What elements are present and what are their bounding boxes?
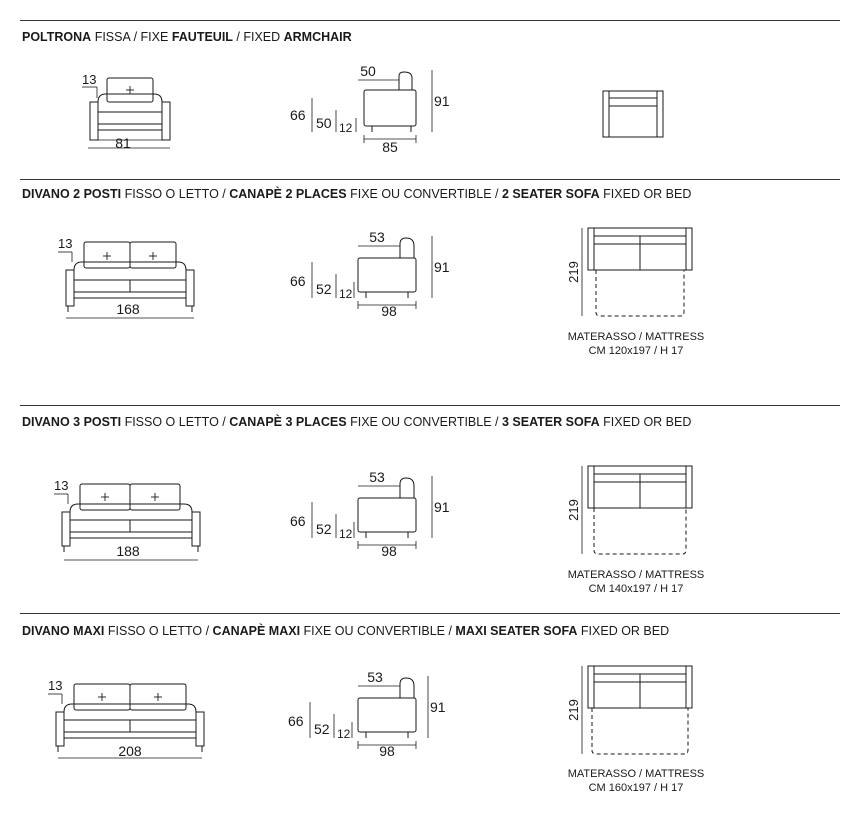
title-run: FISSA / FIXE [91,30,172,44]
seat-depth-label: 52 [314,721,330,737]
width-dimension-label: 188 [116,543,140,559]
front-view-3-seater: 13 188 [54,478,201,561]
mattress-size: CM 120x197 / H 17 [588,345,684,357]
title-bold-run: DIVANO MAXI [22,624,105,638]
width-dimension-label: 81 [115,135,131,151]
front-view-2-seater: 13 168 [58,236,195,319]
mattress-label: MATERASSO / MATTRESS [567,331,705,343]
cushion-dimension-label: 13 [48,678,62,693]
title-run: FIXED OR BED [599,187,692,201]
seat-depth-label: 52 [316,281,332,297]
mattress-size: CM 160x197 / H 17 [588,782,684,794]
title-bold-run: 2 SEATER SOFA [501,187,600,201]
front-view-armchair: 13 81 [82,72,171,151]
bed-plan-3-seater: 219 [566,465,693,555]
total-height-label: 91 [434,259,450,275]
title-run: FIXED OR BED [577,624,670,638]
title-run: FIXE OU CONVERTIBLE / [346,415,502,429]
divider-2 [20,179,840,180]
cushion-dimension-label: 13 [58,236,72,251]
side-view-armchair: 50 91 66 50 12 85 [290,63,450,155]
width-dimension-label: 208 [118,743,142,759]
title-run: FIXE OU CONVERTIBLE / [346,187,502,201]
side-view-maxi: 53 91 66 52 12 98 [288,669,446,759]
title-run: FISSO O LETTO / [121,415,230,429]
seat-height-label: 66 [288,713,304,729]
front-view-maxi: 13 208 [48,678,205,759]
back-depth-label: 50 [360,63,376,79]
title-bold-run: CANAPÈ 2 PLACES [229,187,347,201]
bed-plan-maxi: 219 [566,665,693,755]
cushion-dimension-label: 13 [82,72,96,87]
mattress-label: MATERASSO / MATTRESS [567,569,705,581]
total-height-label: 91 [430,699,446,715]
top-view-armchair [602,90,664,138]
cushion-dimension-label: 13 [54,478,68,493]
mattress-label: MATERASSO / MATTRESS [567,768,705,780]
title-bold-run: FAUTEUIL [171,30,233,44]
title-run: FISSO O LETTO / [121,187,230,201]
bed-length-label: 219 [566,699,581,721]
title-bold-run: CANAPÈ MAXI [212,624,301,638]
bed-length-label: 219 [566,499,581,521]
title-run: FIXE OU CONVERTIBLE / [300,624,456,638]
seat-depth-label: 50 [316,115,332,131]
seat-height-label: 66 [290,513,306,529]
side-view-3-seater: 53 91 66 52 12 98 [290,469,450,559]
depth-label: 98 [381,543,397,559]
leg-height-label: 12 [339,527,353,541]
mattress-note-maxi: MATERASSO / MATTRESS CM 160x197 / H 17 [551,767,721,795]
back-depth-label: 53 [369,229,385,245]
title-bold-run: MAXI SEATER SOFA [455,624,578,638]
section-title-2-seater: DIVANO 2 POSTI FISSO O LETTO / CANAPÈ 2 … [22,187,691,201]
total-height-label: 91 [434,93,450,109]
section-title-3-seater: DIVANO 3 POSTI FISSO O LETTO / CANAPÈ 3 … [22,415,691,429]
title-bold-run: CANAPÈ 3 PLACES [229,415,347,429]
bed-plan-2-seater: 219 [566,227,693,317]
bed-length-label: 219 [566,261,581,283]
title-bold-run: 3 SEATER SOFA [501,415,600,429]
depth-label: 98 [381,303,397,319]
title-bold-run: ARMCHAIR [283,30,352,44]
seat-height-label: 66 [290,107,306,123]
title-run: FIXED OR BED [599,415,692,429]
seat-height-label: 66 [290,273,306,289]
width-dimension-label: 168 [116,301,140,317]
seat-depth-label: 52 [316,521,332,537]
back-depth-label: 53 [367,669,383,685]
side-view-2-seater: 53 91 66 52 12 98 [290,229,450,319]
title-run: FISSO O LETTO / [104,624,213,638]
title-run: / FIXED [232,30,284,44]
divider-3 [20,405,840,406]
back-depth-label: 53 [369,469,385,485]
mattress-note-2-seater: MATERASSO / MATTRESS CM 120x197 / H 17 [551,330,721,358]
title-bold-run: DIVANO 2 POSTI [22,187,122,201]
leg-height-label: 12 [339,287,353,301]
leg-height-label: 12 [339,121,353,135]
depth-label: 98 [379,743,395,759]
divider-4 [20,613,840,614]
depth-label: 85 [382,139,398,155]
section-title-armchair: POLTRONA FISSA / FIXE FAUTEUIL / FIXED A… [22,30,352,44]
title-bold-run: DIVANO 3 POSTI [22,415,122,429]
mattress-note-3-seater: MATERASSO / MATTRESS CM 140x197 / H 17 [551,568,721,596]
leg-height-label: 12 [337,727,351,741]
total-height-label: 91 [434,499,450,515]
section-title-maxi: DIVANO MAXI FISSO O LETTO / CANAPÈ MAXI … [22,624,669,638]
mattress-size: CM 140x197 / H 17 [588,583,684,595]
title-bold-run: POLTRONA [22,30,92,44]
divider-top [20,20,840,21]
